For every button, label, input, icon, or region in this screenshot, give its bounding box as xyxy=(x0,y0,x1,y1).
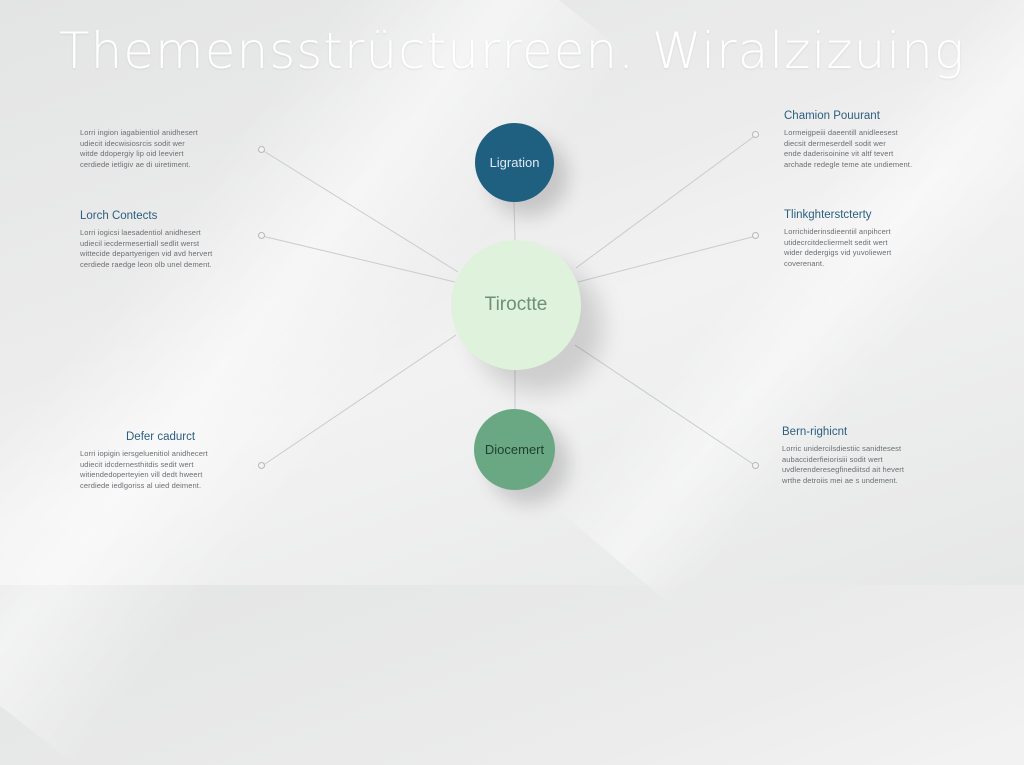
right-block-1-heading: Chamion Pouurant xyxy=(784,110,880,122)
left-block-2-heading: Lorch Contects xyxy=(80,210,158,222)
left-block-1-body: Lorri ingion iagabientiol anidhesert udi… xyxy=(80,128,198,169)
node-top-label: Ligration xyxy=(489,155,540,170)
endpoint-dot xyxy=(258,146,265,153)
left-block-2-body: Lorri iogicsi laesadentiol anidhesert ud… xyxy=(80,228,213,269)
endpoint-dot xyxy=(258,232,265,239)
left-block-2: Lorch Contects Lorri iogicsi laesadentio… xyxy=(80,210,240,270)
left-block-1: Lorri ingion iagabientiol anidhesert udi… xyxy=(80,128,240,170)
right-block-1-body: Lormeigpeiii daeentill anidleesest diecs… xyxy=(784,128,913,169)
node-center-label: Tiroctte xyxy=(484,294,548,315)
connector-right-1 xyxy=(575,134,757,269)
left-block-3: Defer cadurct Lorri iopigin iersgeluenit… xyxy=(80,431,240,491)
node-bottom: Diocemert xyxy=(474,409,555,490)
connector-right-3 xyxy=(574,344,757,467)
connector-left-2 xyxy=(261,235,456,283)
connector-right-2 xyxy=(577,235,757,283)
node-top: Ligration xyxy=(475,123,554,202)
connector-top xyxy=(513,201,516,241)
left-block-3-heading: Defer cadurct xyxy=(126,431,196,443)
connector-lines xyxy=(261,134,757,467)
endpoint-dot xyxy=(752,462,759,469)
connector-left-1 xyxy=(261,149,459,273)
endpoint-dot xyxy=(752,232,759,239)
right-block-1: Chamion Pouurant Lormeigpeiii daeentill … xyxy=(784,110,944,170)
right-block-2-body: Lorrichiderinsdieentiil anpihcert utidec… xyxy=(784,227,892,268)
connector-left-3 xyxy=(261,334,457,467)
right-block-2-heading: Tlinkghterstcterty xyxy=(784,209,872,221)
node-bottom-label: Diocemert xyxy=(484,442,545,457)
endpoint-dot xyxy=(258,462,265,469)
right-block-2: Tlinkghterstcterty Lorrichiderinsdieenti… xyxy=(784,209,944,269)
right-block-3: Bern-righicnt Lorric unidercilsdiestiic … xyxy=(782,426,942,486)
right-block-3-heading: Bern-righicnt xyxy=(782,426,848,438)
right-block-3-body: Lorric unidercilsdiestiic sanidtesest au… xyxy=(782,444,905,485)
diagram-title: Themensstrücturreen. Wiralzizuing xyxy=(59,22,965,80)
endpoint-dot xyxy=(752,131,759,138)
node-center: Tiroctte xyxy=(451,240,581,370)
left-block-3-body: Lorri iopigin iersgeluenitiol anidhecert… xyxy=(80,449,208,490)
